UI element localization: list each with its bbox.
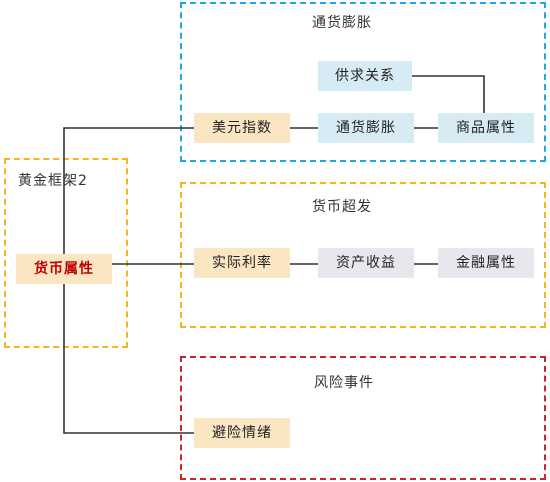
node-supply-demand: 供求关系: [318, 61, 412, 91]
node-real-rate: 实际利率: [194, 248, 290, 278]
node-financial-attr: 金融属性: [438, 248, 534, 278]
node-currency-attr: 货币属性: [16, 254, 112, 284]
group-title-inflation: 通货膨胀: [312, 15, 372, 31]
node-commodity: 商品属性: [438, 113, 534, 143]
group-title-currency: 货币超发: [312, 199, 372, 215]
node-inflation: 通货膨胀: [318, 113, 414, 143]
group-inflation: 通货膨胀: [180, 2, 546, 162]
node-asset-return: 资产收益: [318, 248, 414, 278]
node-usd-index: 美元指数: [194, 113, 290, 143]
group-currency: 货币超发: [180, 182, 546, 328]
group-title-risk: 风险事件: [314, 375, 374, 391]
group-title-framework: 黄金框架2: [18, 173, 88, 189]
node-risk-aversion: 避险情绪: [194, 418, 290, 448]
group-framework: 黄金框架2: [4, 158, 128, 348]
